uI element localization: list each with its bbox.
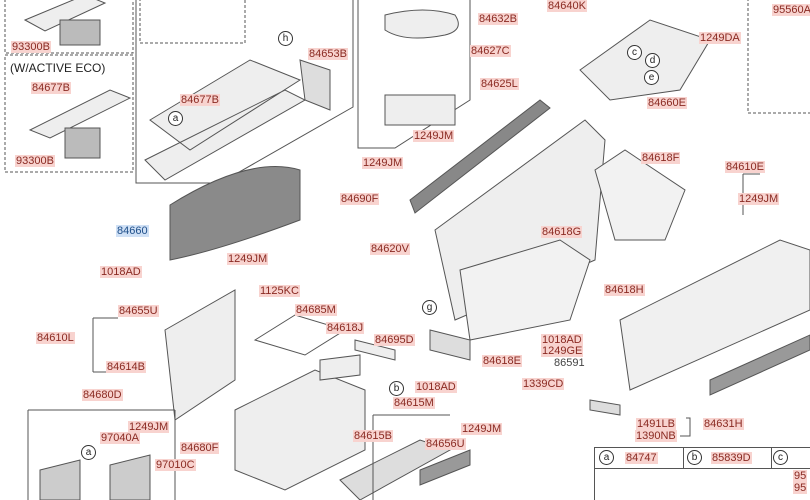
part-label: 84677B: [180, 94, 220, 106]
callout-a: a: [599, 450, 614, 465]
part-label-selected[interactable]: 84660: [116, 225, 149, 237]
part-label: 84680D: [82, 389, 123, 401]
part-label: 84660E: [647, 97, 687, 109]
callout-c: c: [627, 45, 642, 60]
part-label: 95560A: [772, 4, 810, 16]
callout-c: c: [773, 450, 788, 465]
part-label: 1249JM: [413, 130, 455, 142]
part-label: 84653B: [308, 48, 348, 60]
part-label: 84625L: [480, 78, 519, 90]
part-label: 95: [793, 470, 808, 482]
variant-note: (W/ACTIVE ECO): [10, 61, 106, 75]
part-label: 1249JM: [362, 157, 404, 169]
part-label: 93300B: [11, 41, 51, 53]
part-label: 84627C: [470, 45, 511, 57]
part-label: 85839D: [711, 452, 752, 464]
part-label: 84618H: [604, 284, 645, 296]
part-label: 84618E: [482, 355, 522, 367]
part-label: 84618F: [641, 152, 681, 164]
part-label: 1249DA: [699, 32, 741, 44]
part-label: 1018AD: [100, 266, 142, 278]
part-label: 1339CD: [522, 378, 565, 390]
callout-d: d: [645, 53, 660, 68]
part-label: 86591: [554, 357, 585, 369]
part-label: 1249JM: [461, 423, 503, 435]
callout-a: a: [168, 111, 183, 126]
part-label: 84615B: [353, 430, 393, 442]
part-label: 95: [793, 482, 808, 494]
part-label: 1018AD: [541, 334, 583, 346]
part-label: 1249JM: [738, 193, 780, 205]
part-label: 84747: [625, 452, 658, 464]
part-label: 1125KC: [259, 285, 300, 297]
part-label: 1249GE: [541, 345, 584, 357]
callout-b: b: [687, 450, 702, 465]
part-label: 84656U: [425, 438, 466, 450]
callout-g: g: [422, 300, 437, 315]
callout-b: b: [389, 381, 404, 396]
part-label: 84631H: [703, 418, 744, 430]
part-label: 84655U: [118, 305, 159, 317]
part-label: 1249JM: [128, 421, 170, 433]
part-label: 84610E: [725, 161, 765, 173]
part-label: 84640K: [547, 0, 587, 12]
table-cell-c: c 95 95: [771, 448, 810, 494]
part-label: 84610L: [36, 332, 75, 344]
part-label: 84685M: [295, 304, 337, 316]
part-label: 84695D: [374, 334, 415, 346]
part-label: 1249JM: [227, 253, 269, 265]
part-label: 97010C: [155, 459, 196, 471]
part-label: 84632B: [478, 13, 518, 25]
parts-legend-table: a 84747 b 85839D c 95 95: [594, 447, 810, 500]
part-label: 93300B: [15, 155, 55, 167]
part-label: 1390NB: [635, 430, 677, 442]
callout-h: h: [278, 31, 293, 46]
table-cell-b: b 85839D: [683, 448, 772, 469]
part-label: 84680F: [180, 442, 220, 454]
callout-a: a: [81, 445, 96, 460]
part-label: 84677B: [31, 82, 71, 94]
part-label: 1018AD: [415, 381, 457, 393]
table-cell-a: a 84747: [595, 448, 684, 469]
part-label: 84618J: [326, 322, 365, 334]
part-label: 84618G: [541, 226, 583, 238]
part-label: 84620V: [370, 243, 410, 255]
part-label: 84615M: [393, 397, 435, 409]
part-label: 84614B: [106, 361, 146, 373]
part-label: 84690F: [340, 193, 380, 205]
part-label: 97040A: [100, 432, 140, 444]
part-label: 1491LB: [636, 418, 676, 430]
callout-e: e: [644, 70, 659, 85]
